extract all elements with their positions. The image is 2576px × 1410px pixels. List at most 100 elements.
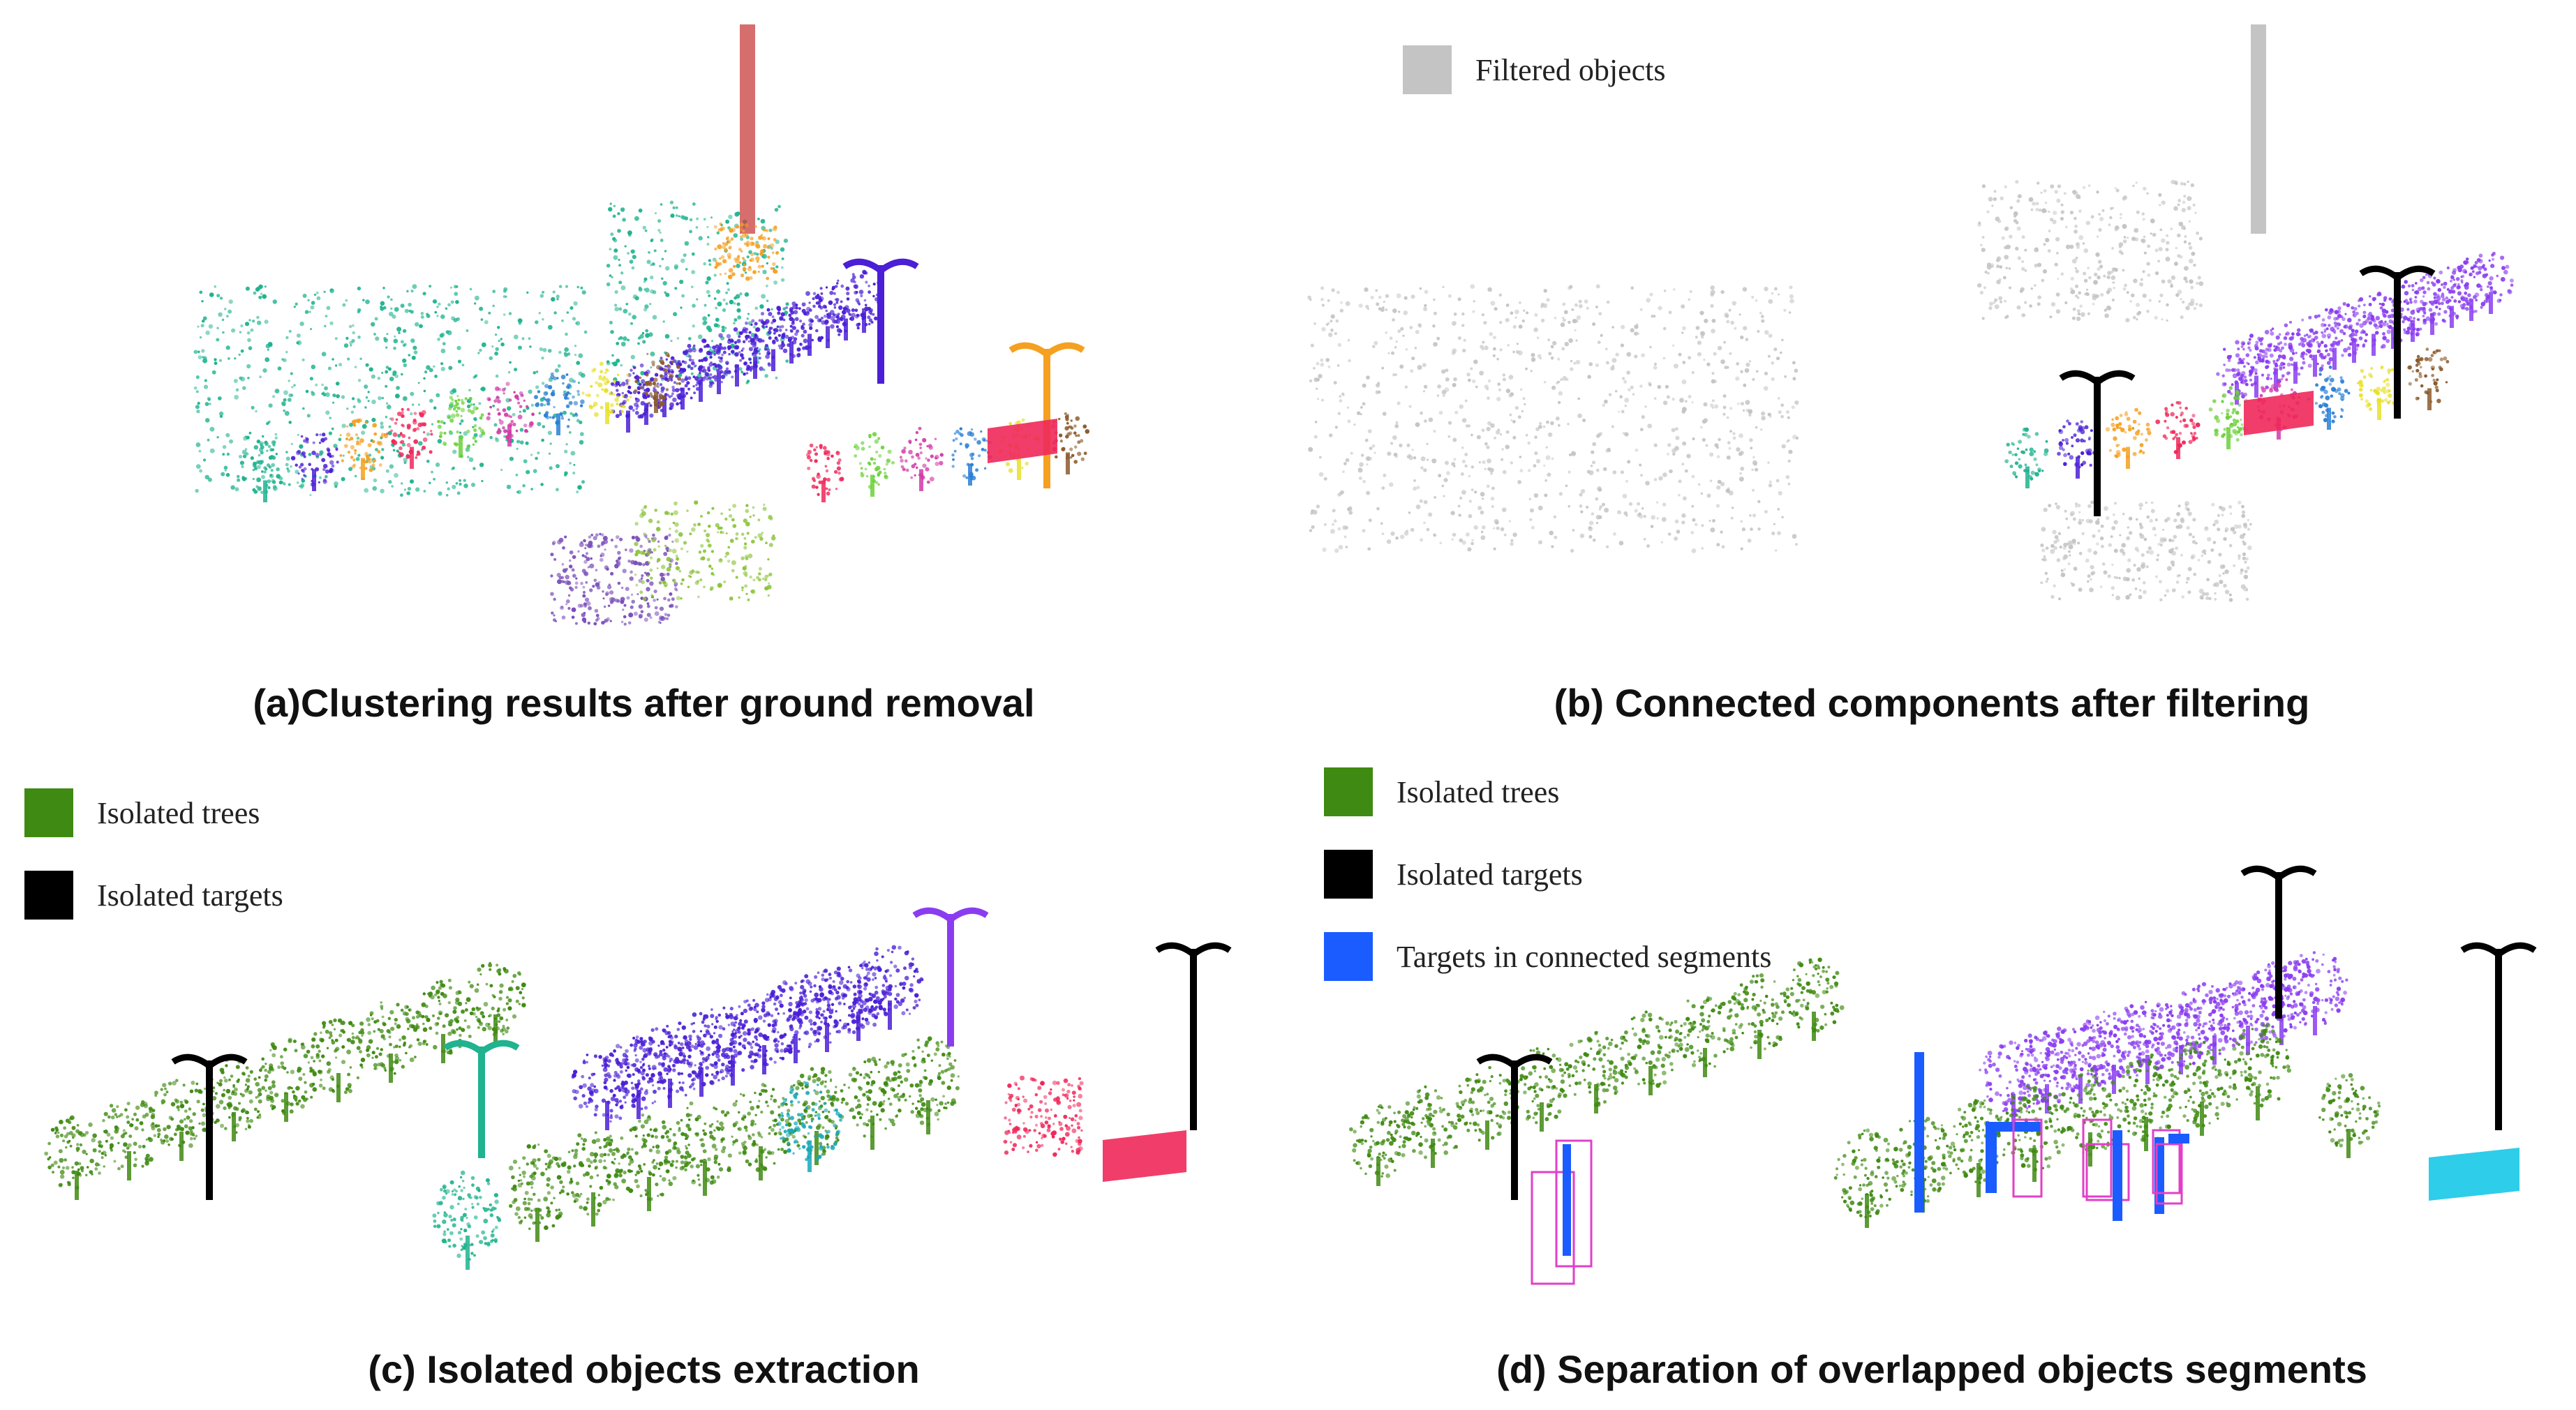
legend-label: Isolated trees bbox=[97, 795, 260, 830]
isolated-tree bbox=[1674, 996, 1736, 1077]
bounding-box bbox=[2082, 1118, 2113, 1198]
connected-target bbox=[2113, 1130, 2122, 1221]
isolated-tree bbox=[731, 1083, 791, 1180]
legend-swatch-filtered bbox=[1403, 45, 1452, 94]
tree-cluster bbox=[788, 291, 832, 356]
tree-cluster bbox=[339, 418, 389, 480]
isolated-tree bbox=[1833, 1128, 1899, 1228]
street-lamp bbox=[171, 1053, 248, 1200]
tree-cluster bbox=[2357, 366, 2399, 420]
isolated-tree bbox=[787, 1067, 844, 1165]
tree-cluster bbox=[2449, 257, 2489, 321]
street-lamp bbox=[1476, 1053, 1553, 1200]
bounding-box bbox=[2152, 1129, 2181, 1194]
tree-cluster bbox=[581, 361, 632, 424]
legend-item-isolated-trees: Isolated trees bbox=[1324, 767, 1559, 816]
isolated-tree bbox=[2114, 1053, 2177, 1151]
background-cluster bbox=[193, 284, 588, 497]
bounding-box bbox=[1555, 1139, 1593, 1268]
isolated-tree bbox=[897, 1036, 960, 1134]
panel-d: Isolated trees Isolated targets Targets … bbox=[1288, 740, 2576, 1410]
billboard bbox=[2429, 1148, 2519, 1201]
isolated-tree bbox=[1349, 1104, 1411, 1186]
tree-cluster bbox=[486, 382, 535, 447]
bounding-box bbox=[1531, 1171, 1575, 1285]
legend-item-isolated-targets: Isolated targets bbox=[1324, 850, 1583, 899]
street-lamp bbox=[2059, 370, 2136, 516]
isolated-tree bbox=[560, 1131, 626, 1227]
bounding-box bbox=[2085, 1143, 2130, 1201]
tree-cluster bbox=[2470, 251, 2514, 314]
tree-cluster bbox=[825, 278, 868, 340]
isolated-tree bbox=[44, 1115, 105, 1200]
isolated-tree bbox=[1782, 957, 1845, 1041]
billboard bbox=[1103, 1130, 1186, 1182]
point-cloud-scene-b bbox=[1307, 24, 2514, 602]
tree-cluster bbox=[2295, 315, 2337, 377]
isolated-tree bbox=[2318, 1073, 2381, 1158]
legend-swatch-targets bbox=[1324, 850, 1373, 899]
tower-crown-cluster bbox=[713, 222, 780, 281]
point-cloud-scene-d bbox=[1349, 865, 2537, 1285]
filtered-cluster bbox=[2040, 500, 2252, 602]
tree-cluster bbox=[2390, 280, 2435, 342]
tree-cluster bbox=[2407, 347, 2450, 410]
tree-cluster bbox=[386, 407, 433, 469]
tower-object bbox=[740, 24, 755, 234]
tree-cluster bbox=[2307, 366, 2351, 430]
isolated-tree bbox=[1946, 1099, 2011, 1197]
tree-cluster bbox=[571, 1049, 641, 1130]
tree-cluster bbox=[2105, 407, 2152, 469]
tree-cluster bbox=[534, 372, 585, 435]
tree-cluster bbox=[2155, 400, 2201, 459]
shrub-cluster bbox=[634, 500, 776, 601]
isolated-tree bbox=[358, 1001, 422, 1083]
tree-cluster bbox=[899, 426, 944, 491]
tree-cluster bbox=[2004, 427, 2049, 488]
tower-object bbox=[2251, 24, 2266, 234]
filtered-cluster bbox=[1977, 179, 2204, 322]
connected-target bbox=[1914, 1052, 1924, 1213]
legend-swatch-targets bbox=[24, 871, 73, 920]
tree-cluster bbox=[777, 1081, 842, 1172]
caption-c: (c) Isolated objects extraction bbox=[368, 1347, 920, 1391]
street-lamp bbox=[1155, 942, 1232, 1130]
point-cloud-scene-a bbox=[193, 24, 1090, 626]
street-lamp bbox=[2240, 865, 2317, 1019]
panel-c: Isolated trees Isolated targets (c) Isol… bbox=[0, 740, 1288, 1410]
isolated-tree bbox=[1567, 1030, 1628, 1113]
isolated-tree bbox=[306, 1018, 371, 1102]
tree-cluster bbox=[2250, 961, 2316, 1045]
tree-cluster bbox=[792, 968, 864, 1052]
isolated-tree bbox=[1455, 1066, 1519, 1150]
bounding-box bbox=[2155, 1143, 2183, 1205]
isolated-tree bbox=[616, 1113, 681, 1211]
tree-cluster bbox=[1003, 1075, 1084, 1157]
street-lamp bbox=[443, 1040, 520, 1158]
tree-cluster bbox=[634, 352, 682, 413]
legend-item-filtered-objects: Filtered objects bbox=[1403, 45, 1666, 94]
isolated-tree bbox=[1727, 973, 1792, 1059]
background-cluster bbox=[606, 200, 789, 386]
legend-swatch-connected bbox=[1324, 932, 1373, 981]
filtered-cluster bbox=[1307, 284, 1799, 553]
tree-cluster bbox=[697, 1006, 768, 1086]
bounding-box bbox=[2012, 1118, 2043, 1198]
legend-label: Isolated trees bbox=[1397, 774, 1560, 809]
connected-target bbox=[2168, 1134, 2189, 1143]
tree-cluster bbox=[2057, 419, 2096, 479]
tree-cluster bbox=[856, 945, 924, 1030]
legend-label: Targets in connected segments bbox=[1397, 939, 1772, 974]
tree-cluster bbox=[2332, 301, 2374, 363]
isolated-tree bbox=[2168, 1040, 2232, 1136]
tree-cluster bbox=[241, 440, 290, 502]
billboard bbox=[988, 419, 1057, 463]
isolated-tree bbox=[673, 1101, 736, 1196]
connected-target bbox=[1986, 1130, 1997, 1193]
legend-item-isolated-trees: Isolated trees bbox=[24, 788, 260, 837]
caption-b: (b) Connected components after filtering bbox=[1554, 681, 2310, 725]
billboard bbox=[2244, 391, 2314, 435]
tree-cluster bbox=[432, 1170, 502, 1270]
tree-cluster bbox=[2078, 1010, 2150, 1094]
isolated-tree bbox=[465, 961, 526, 1044]
